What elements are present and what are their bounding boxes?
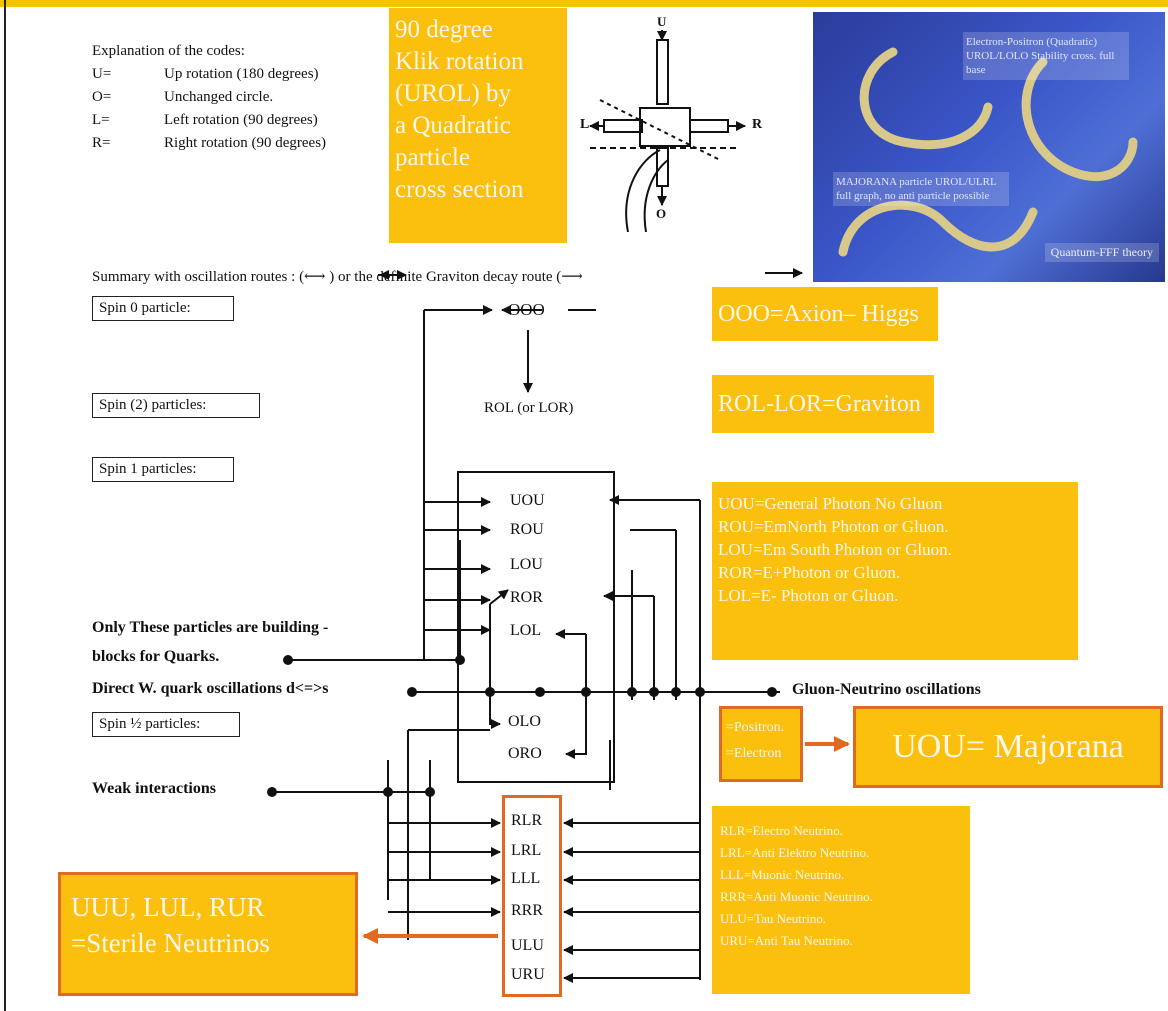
- spin1-label: Spin 1 particles:: [92, 457, 234, 482]
- codes-legend: Explanation of the codes: U= Up rotation …: [92, 40, 392, 155]
- codes-title: Explanation of the codes:: [92, 43, 245, 59]
- cross-label-left: L: [580, 117, 590, 132]
- lepton-line: =Electron: [726, 746, 782, 761]
- title-line: particle: [395, 144, 470, 171]
- summary-line: Summary with oscillation routes : (⟷ ) o…: [92, 269, 583, 285]
- code-row: L= Left rotation (90 degrees): [92, 109, 392, 132]
- ring-photo: Electron-Positron (Quadratic) UROL/LOLO …: [813, 12, 1165, 282]
- title-line: (UROL) by: [395, 80, 511, 107]
- building-label-2: blocks for Quarks.: [92, 648, 220, 665]
- code-row: U= Up rotation (180 degrees): [92, 63, 392, 86]
- node-rrr: RRR: [511, 902, 544, 919]
- definition-line: RRR=Anti Muonic Neutrino.: [720, 889, 873, 904]
- node-ulu: ULU: [511, 937, 544, 954]
- ring-photo-drawing: [838, 47, 1138, 257]
- title-line: a Quadratic: [395, 112, 511, 139]
- definition-line: UOU=General Photon No Gluon: [718, 494, 943, 513]
- neutrino-frame: [502, 795, 562, 997]
- definition-line: ROU=EmNorth Photon or Gluon.: [718, 517, 949, 536]
- building-label-1: Only These particles are building -: [92, 619, 329, 636]
- node-uru: URU: [511, 966, 545, 983]
- node-lll: LLL: [511, 870, 541, 887]
- neutrino-definitions: RLR=Electro Neutrino. LRL=Anti Elektro N…: [712, 806, 970, 994]
- spin1-definitions: UOU=General Photon No Gluon ROU=EmNorth …: [712, 482, 1078, 660]
- sterile-line: =Sterile Neutrinos: [71, 928, 270, 958]
- code-key: L=: [92, 112, 110, 128]
- definition-line: LRL=Anti Elektro Neutrino.: [720, 845, 870, 860]
- code-row: R= Right rotation (90 degrees): [92, 132, 392, 155]
- definition-line: LLL=Muonic Neutrino.: [720, 867, 845, 882]
- definition-line: ULU=Tau Neutrino.: [720, 911, 827, 926]
- title-line: cross section: [395, 176, 524, 203]
- left-border: [4, 0, 6, 1011]
- lepton-line: =Positron.: [726, 720, 785, 735]
- spin-half-label: Spin ½ particles:: [92, 712, 240, 737]
- code-key: O=: [92, 89, 112, 105]
- node-lrl: LRL: [511, 842, 542, 859]
- node-rlr: RLR: [511, 812, 543, 829]
- node-rou: ROU: [510, 521, 544, 538]
- photo-caption: Quantum-FFF theory: [1044, 243, 1159, 262]
- sterile-neutrinos-box: UUU, LUL, RUR =Sterile Neutrinos: [58, 872, 358, 996]
- top-border: [0, 0, 1168, 7]
- definition-line: RLR=Electro Neutrino.: [720, 823, 843, 838]
- definition-line: LOL=E- Photon or Gluon.: [718, 586, 899, 605]
- lepton-box: =Positron. =Electron: [719, 706, 803, 782]
- code-desc: Up rotation (180 degrees): [164, 66, 319, 82]
- weak-interactions-label: Weak interactions: [92, 780, 216, 797]
- code-desc: Right rotation (90 degrees): [164, 135, 327, 151]
- photo-note: Electron-Positron (Quadratic) UROL/LOLO …: [963, 32, 1129, 80]
- title-line: Klik rotation: [395, 48, 524, 75]
- graviton-definition: ROL-LOR=Graviton: [712, 375, 934, 433]
- cross-label-bottom: O: [656, 206, 667, 221]
- code-desc: Left rotation (90 degrees): [164, 112, 318, 128]
- node-ror: ROR: [510, 589, 543, 606]
- title-line: 90 degree: [395, 16, 493, 43]
- cross-diagram: [589, 30, 746, 233]
- code-row: O= Unchanged circle.: [92, 86, 392, 109]
- node-oro: ORO: [508, 745, 542, 762]
- node-lol: LOL: [510, 622, 542, 639]
- majorana-box: UOU= Majorana: [853, 706, 1163, 788]
- photo-note: MAJORANA particle UROL/ULRL full graph, …: [833, 172, 1009, 206]
- sterile-line: UUU, LUL, RUR: [71, 892, 265, 922]
- node-uou: UOU: [510, 492, 545, 509]
- code-key: R=: [92, 135, 111, 151]
- direct-w-label: Direct W. quark oscillations d<=>s: [92, 680, 329, 697]
- node-ooo: OOO: [508, 300, 545, 319]
- definition-line: LOU=Em South Photon or Gluon.: [718, 540, 952, 559]
- cross-label-up: U: [657, 14, 667, 29]
- node-rol: ROL (or LOR): [484, 400, 574, 416]
- spin2-label: Spin (2) particles:: [92, 393, 260, 418]
- cross-label-right: R: [752, 117, 763, 132]
- gluon-label: Gluon-Neutrino oscillations: [792, 681, 981, 698]
- definition-line: URU=Anti Tau Neutrino.: [720, 933, 853, 948]
- code-desc: Unchanged circle.: [164, 89, 274, 105]
- code-key: U=: [92, 66, 112, 82]
- node-olo: OLO: [508, 713, 541, 730]
- spin0-label: Spin 0 particle:: [92, 296, 234, 321]
- node-lou: LOU: [510, 556, 543, 573]
- ooo-definition: OOO=Axion– Higgs: [712, 287, 938, 341]
- title-box: 90 degree Klik rotation (UROL) by a Quad…: [389, 8, 567, 243]
- definition-line: ROR=E+Photon or Gluon.: [718, 563, 901, 582]
